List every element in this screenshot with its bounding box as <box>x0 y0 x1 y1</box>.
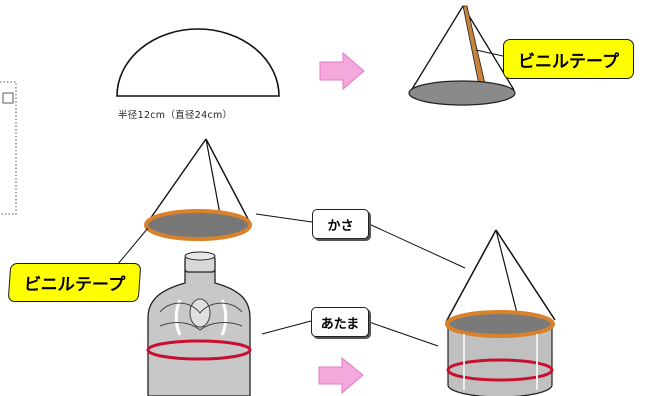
callout-pointer-line <box>117 227 149 265</box>
atama-label: あたま <box>311 307 369 337</box>
dotted-box-fragment <box>0 81 17 215</box>
kasa-cone <box>144 138 252 241</box>
kasa-label: かさ <box>312 209 369 239</box>
vinyl-tape-callout-top: ビニルテープ <box>503 39 634 79</box>
atama-pointer-left <box>261 320 312 335</box>
arrow-right-icon <box>319 51 365 91</box>
vinyl-tape-callout-left: ビニルテープ <box>7 263 142 302</box>
semicircle-caption: 半径12cm（直径24cm） <box>118 110 233 121</box>
arrow-right-icon <box>318 356 364 395</box>
kasa-pointer-right <box>368 223 466 269</box>
atama-pointer-right <box>368 321 439 347</box>
semicircle-shape <box>116 28 280 97</box>
plastic-bottle <box>146 251 252 396</box>
kasa-pointer-left <box>255 213 313 223</box>
assembled-model <box>445 229 556 396</box>
cone-with-tape <box>408 5 516 106</box>
